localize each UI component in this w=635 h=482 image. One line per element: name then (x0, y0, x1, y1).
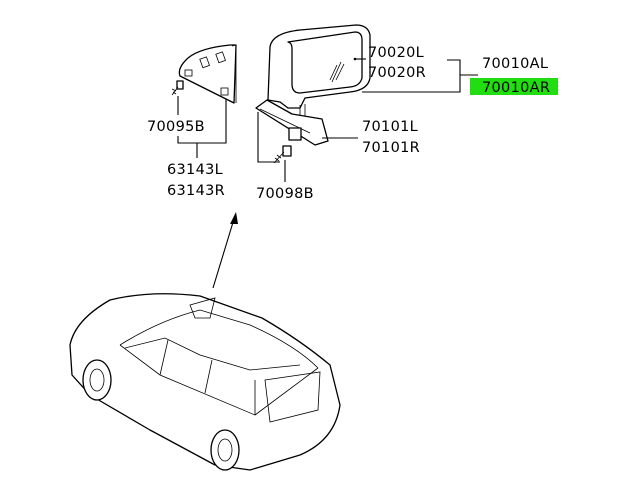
screw-70098b-drawing (273, 145, 292, 164)
part-label-70098b[interactable]: 70098B (256, 186, 314, 202)
selected-part-highlight (470, 78, 558, 95)
part-label-63143l[interactable]: 63143L (167, 162, 223, 178)
part-label-70010al[interactable]: 70010AL (482, 56, 548, 72)
part-label-63143r[interactable]: 63143R (167, 183, 225, 199)
part-label-70095b[interactable]: 70095B (147, 119, 205, 135)
leader-lines (177, 58, 478, 289)
vehicle-drawing (69, 293, 341, 471)
part-label-70020l[interactable]: 70020L (368, 45, 424, 61)
part-label-70010ar[interactable]: 70010AR (482, 80, 550, 96)
part-label-70020r[interactable]: 70020R (368, 65, 426, 81)
mirror-assembly-drawing (255, 24, 371, 146)
screw-70095b-drawing (171, 80, 184, 96)
inner-cover-drawing (178, 44, 237, 104)
part-label-70101l[interactable]: 70101L (362, 119, 418, 135)
part-label-70101r[interactable]: 70101R (362, 140, 420, 156)
